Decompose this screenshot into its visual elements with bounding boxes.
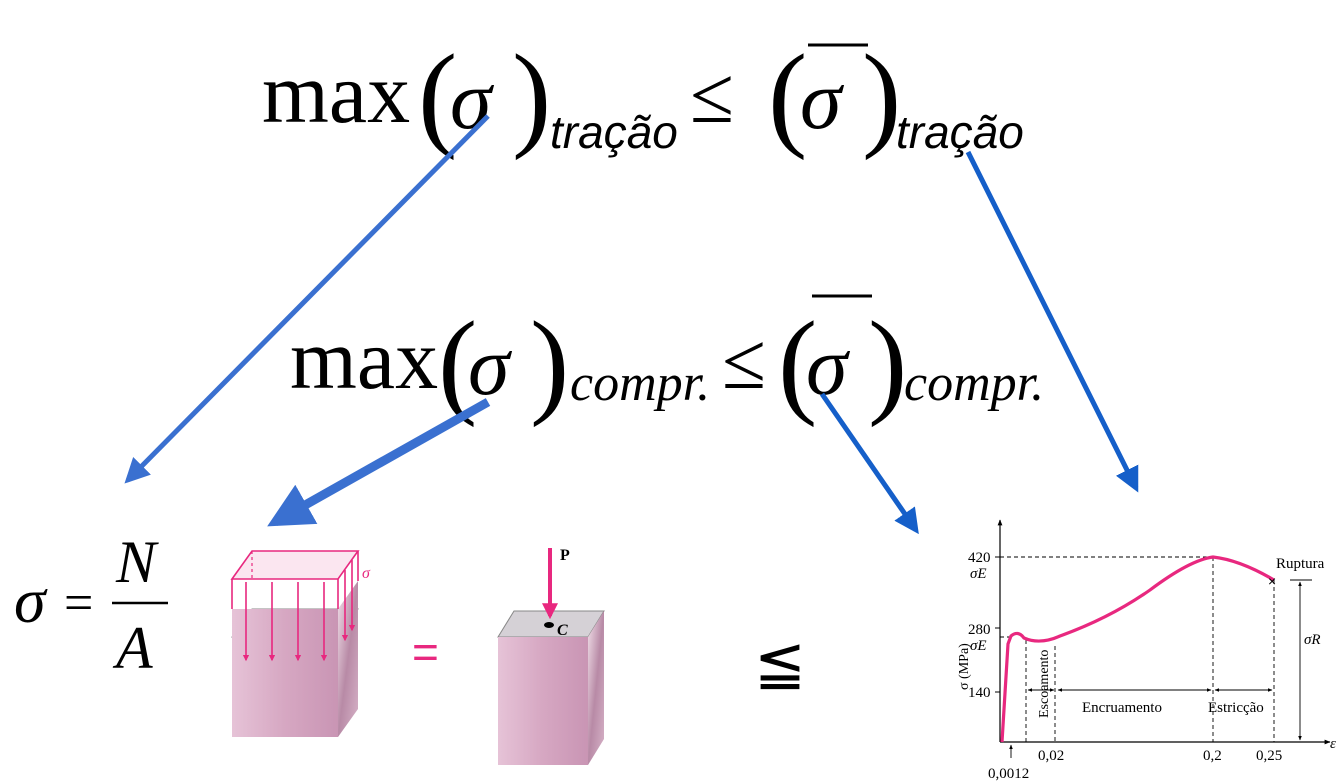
formula-compressive: max ( σ ) compr. ≤ ( σ ) compr.: [290, 294, 1044, 428]
open-paren: (: [768, 30, 807, 161]
sigma-R-label: σR: [1304, 632, 1321, 648]
stress-strain-chart: × 420 σE 280 σE 140 σ (MPa) Escoamento E…: [957, 519, 1336, 782]
block-front-face: [232, 609, 338, 737]
equivalence-sign: =: [412, 626, 439, 678]
point-load-figure: P C: [497, 547, 605, 765]
leq-symbol: ≤: [722, 318, 766, 406]
guide-lines: [1000, 556, 1275, 742]
sigma-symbol: σ: [14, 565, 48, 636]
x-tick: 0,02: [1038, 748, 1064, 764]
stress-formula: σ = N A: [14, 529, 168, 681]
block-side-face: [588, 611, 604, 765]
x-tick: 0,2: [1203, 748, 1222, 764]
load-arrows: [242, 560, 356, 662]
equals-symbol: =: [64, 575, 93, 632]
block-front-face: [498, 637, 588, 765]
arrow-to-stress-formula: [124, 114, 490, 484]
y-tick: 140: [968, 685, 991, 701]
subscript-compressive: compr.: [570, 355, 710, 412]
denominator: A: [112, 615, 153, 681]
close-paren: ): [530, 297, 569, 428]
max-label: max: [290, 311, 438, 407]
region-label: Escoamento: [1037, 650, 1052, 718]
sigma-E-lower: σE: [970, 638, 987, 654]
numerator: N: [115, 529, 159, 595]
block-side-face: [338, 581, 358, 737]
sigma-E-upper: σE: [970, 566, 987, 582]
stress-strain-curve: [1000, 555, 1275, 743]
close-paren: ): [862, 30, 901, 161]
rupture-mark: ×: [1268, 573, 1276, 589]
connector-arrows: [124, 114, 1139, 535]
subscript-tensile: tração: [550, 106, 678, 158]
open-paren: (: [778, 297, 817, 428]
close-paren: ): [512, 30, 551, 161]
sigma-symbol: σ: [468, 320, 513, 413]
sigma-bar-symbol: σ: [806, 320, 851, 413]
region-label: Encruamento: [1082, 700, 1162, 716]
open-paren: (: [438, 297, 477, 428]
comparison-symbol: ≦: [754, 630, 806, 698]
y-tick: 280: [968, 622, 991, 638]
x-axis-label: ε: [1330, 736, 1336, 752]
load-label: σ: [362, 565, 371, 582]
point-label: C: [557, 622, 568, 639]
subscript-allowable-compressive: compr.: [904, 355, 1044, 412]
sigma-bar-symbol: σ: [800, 54, 845, 147]
arrow-to-chart-compr: [819, 392, 919, 535]
distributed-load-figure: σ: [230, 550, 371, 737]
rupture-label: Ruptura: [1276, 556, 1325, 572]
max-label: max: [262, 45, 410, 141]
region-label: Estricção: [1208, 700, 1264, 716]
subscript-allowable-tensile: tração: [896, 106, 1024, 158]
x-tick: 0,25: [1256, 748, 1282, 764]
force-label: P: [560, 547, 570, 564]
arrow-to-distributed-load: [267, 398, 491, 527]
sigma-R-bracket: [1290, 579, 1312, 741]
y-axis-label: σ (MPa): [957, 643, 972, 690]
x-tick-low: 0,0012: [988, 766, 1029, 782]
load-point: [544, 622, 554, 628]
close-paren: ): [868, 297, 907, 428]
leq-symbol: ≤: [690, 52, 734, 140]
load-box-top: [230, 550, 360, 580]
y-tick: 420: [968, 550, 991, 566]
arrow-to-chart-tensile: [965, 150, 1139, 493]
formula-tensile: max ( σ ) tração ≤ ( σ ) tração: [262, 30, 1024, 161]
open-paren: (: [418, 30, 457, 161]
